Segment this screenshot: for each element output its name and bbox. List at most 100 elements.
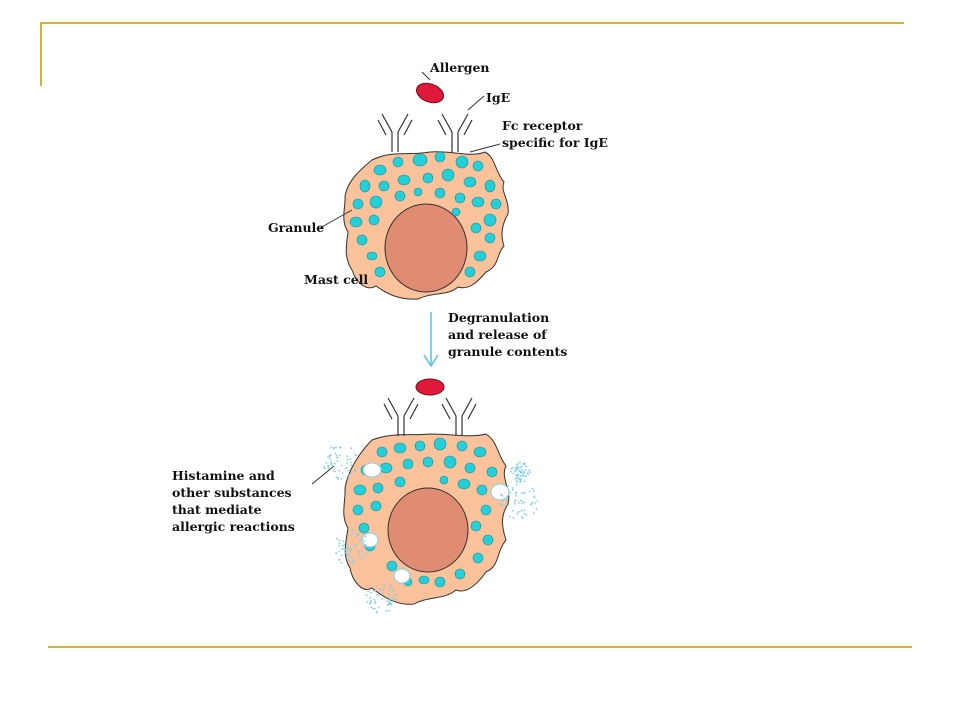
histamine-dot [500, 493, 502, 496]
histamine-dot [521, 491, 523, 494]
histamine-dot [510, 470, 513, 473]
histamine-dot [332, 469, 335, 472]
histamine-dot [372, 607, 375, 610]
histamine-dot [521, 502, 523, 505]
histamine-dot [523, 491, 525, 494]
histamine-dot [338, 550, 340, 553]
histamine-dot [370, 600, 372, 602]
histamine-dot [374, 590, 377, 592]
histamine-dot [364, 543, 367, 546]
histamine-dot [535, 507, 538, 510]
histamine-dot [343, 543, 346, 546]
histamine-dot [388, 589, 390, 592]
histamine-dot [520, 509, 523, 512]
granules-bottom [352, 437, 498, 588]
histamine-dot [381, 592, 384, 595]
histamine-dot [323, 467, 326, 470]
histamine-dot [375, 584, 378, 587]
histamine-dot [346, 458, 349, 461]
histamine-dot [356, 534, 359, 536]
histamine-dot [348, 549, 351, 551]
degranulation-arrow [423, 312, 439, 368]
histamine-dot [512, 517, 515, 519]
histamine-dot [525, 465, 527, 468]
allergen-label: Allergen [429, 60, 490, 75]
histamine-dot [523, 501, 526, 504]
histamine-dot [534, 502, 537, 504]
histamine-dot [529, 471, 531, 474]
allergen-bottom [415, 378, 445, 396]
histamine-dot [346, 549, 348, 551]
histamine-dot [389, 585, 391, 588]
histamine-dot [338, 446, 341, 449]
histamine-dot [376, 612, 379, 614]
histamine-dot [352, 544, 355, 547]
histamine-dot [499, 503, 502, 505]
leader-lines-top [319, 71, 501, 229]
histamine-dot [536, 500, 539, 502]
histamine-dot [338, 542, 341, 545]
histamine-dot [330, 462, 333, 465]
histamine-dot [375, 610, 378, 613]
histamine-dot [516, 512, 519, 515]
histamine-dot [525, 475, 528, 478]
histamine-dot [349, 458, 351, 460]
fc-receptor-label-line2: specific for IgE [502, 135, 608, 150]
histamine-dot [355, 454, 358, 457]
histamine-dot [366, 600, 369, 603]
histamine-dot [383, 584, 386, 586]
histamine-dot [341, 472, 344, 474]
leader-lines-bottom [311, 465, 335, 485]
histamine-dot [386, 604, 389, 607]
histamine-dot [361, 558, 364, 561]
histamine-dot [507, 485, 509, 488]
histamine-dot [354, 453, 356, 456]
histamine-release-clouds [322, 446, 539, 614]
histamine-dot [364, 535, 367, 538]
histamine-dot [517, 501, 520, 504]
histamine-dot [359, 540, 361, 543]
degranulation-label-line2: and release of [448, 327, 548, 342]
histamine-dot [516, 464, 518, 466]
histamine-dot [521, 474, 524, 477]
histamine-dot [518, 461, 521, 464]
histamine-dot [337, 476, 339, 479]
histamine-dot [347, 543, 349, 545]
histamine-dot [514, 501, 516, 503]
histamine-dot [531, 501, 534, 504]
histamine-dot [395, 594, 397, 596]
histamine-dot [374, 607, 376, 610]
histamine-dot [389, 583, 392, 586]
histamine-dot [349, 534, 352, 537]
frame-bottom-rule [48, 646, 912, 648]
histamine-dot [334, 470, 337, 473]
histamine-dot [519, 466, 522, 469]
nucleus-top [384, 203, 468, 293]
histamine-dot [330, 461, 333, 463]
granules-top [349, 151, 502, 278]
histamine-dot [349, 557, 352, 560]
histamine-dot [365, 594, 368, 597]
histamine-dot [361, 550, 363, 553]
histamine-dot [523, 512, 526, 515]
histamine-dot [334, 462, 336, 465]
histamine-dot [514, 495, 517, 497]
histamine-dot [337, 478, 340, 481]
histamine-dot [513, 502, 516, 505]
histamine-dot [322, 465, 325, 468]
histamine-dot [340, 554, 343, 557]
histamine-dot [388, 599, 391, 602]
histamine-dot [518, 478, 520, 480]
histamine-dot [336, 456, 339, 459]
histamine-dot [514, 466, 517, 469]
histamine-dot [325, 461, 328, 464]
histamine-dot [532, 490, 535, 492]
histamine-dot [378, 594, 380, 597]
histamine-dot [385, 610, 387, 612]
histamine-dot [354, 470, 357, 473]
histamine-dot [506, 500, 509, 503]
histamine-dot [511, 488, 514, 491]
histamine-dot [355, 543, 358, 546]
histamine-dot [350, 447, 353, 450]
nucleus-bottom [387, 487, 469, 573]
